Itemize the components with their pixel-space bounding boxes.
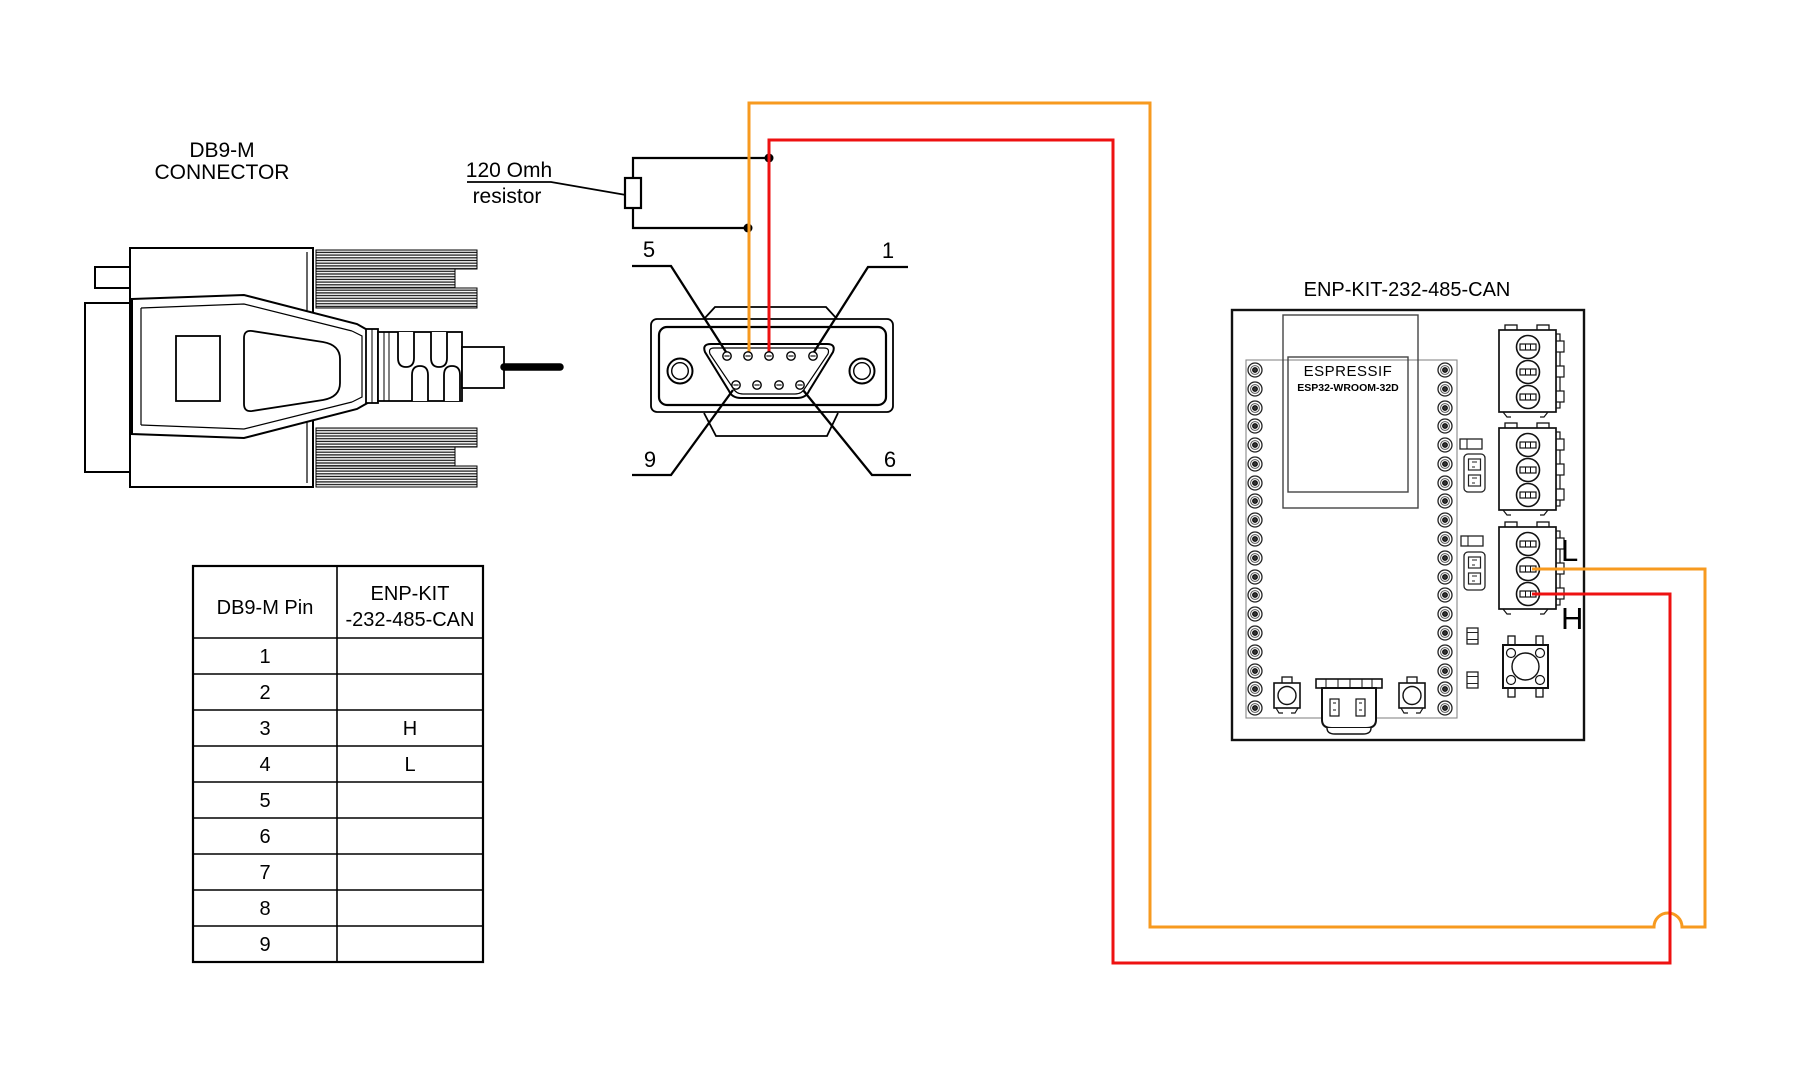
resistor-body: [623, 176, 643, 210]
wire-can-l-orange: [747, 101, 1707, 929]
board-title: ENP-KIT-232-485-CAN: [1304, 279, 1511, 301]
tactile-button: [1502, 635, 1549, 698]
table-header-col2-line1: ENP-KIT: [371, 583, 450, 605]
jumper-block-1: [1463, 453, 1486, 493]
dsub-d-shell-inner: [708, 347, 830, 395]
faceplate-inner: [657, 325, 888, 407]
smd-component-1: [1459, 438, 1483, 450]
terminal-label-l: L: [1561, 533, 1578, 568]
db9-connector-drawing: DB9-M CONNECTOR: [84, 139, 564, 488]
table-cell-pin: 2: [259, 682, 270, 704]
termination-resistor: 120 Omh resistor: [466, 153, 774, 233]
backshell-bottom: [703, 412, 839, 437]
terminal-label-h: H: [1561, 601, 1583, 636]
table-cell-pin: 1: [259, 646, 270, 668]
button-right: [1398, 676, 1426, 714]
db9-front-flange: [84, 302, 131, 473]
pin-mapping-table: DB9-M Pin ENP-KIT -232-485-CAN 1 2 3 4 5…: [191, 564, 485, 964]
mounting-hole-left: [666, 357, 694, 385]
dsub-d-shell-outer: [703, 343, 835, 399]
braid-top: [315, 249, 478, 309]
db9-top-tab: [94, 266, 131, 289]
wire-can-h-red: [767, 138, 1672, 965]
micro-usb-connector: [1315, 678, 1383, 735]
wires: [747, 101, 1707, 965]
callout-line-pin9: [632, 389, 734, 477]
terminal-block-2: [1499, 423, 1564, 515]
esp32-module: ESPRESSIF ESP32-WROOM-32D: [1282, 314, 1419, 509]
callout-line-pin5: [632, 264, 727, 353]
pin-label-6: 6: [884, 447, 896, 472]
callout-line-pin1: [813, 265, 908, 353]
pin-label-1: 1: [882, 238, 894, 263]
resistor-lead-top: [631, 156, 769, 178]
cable-strain-relief: [365, 328, 463, 404]
resistor-label-line2: resistor: [473, 185, 542, 208]
smd-component-3: [1466, 627, 1479, 645]
db9-title-line1: DB9-M: [189, 139, 254, 162]
module-brand: ESPRESSIF: [1304, 363, 1393, 380]
table-cell-pin: 6: [259, 826, 270, 848]
dsub-face-view: 5 1 9 6: [632, 237, 911, 477]
table-cell-signal: H: [403, 718, 417, 740]
db9-title-line2: CONNECTOR: [155, 161, 290, 184]
table-header-col2-line2: -232-485-CAN: [346, 609, 475, 631]
table-cell-pin: 5: [259, 790, 270, 812]
table-header-col1: DB9-M Pin: [217, 597, 314, 619]
resistor-label-line1: 120 Omh: [466, 159, 552, 182]
db9-title: DB9-M CONNECTOR: [155, 139, 290, 184]
mounting-hole-right: [848, 357, 876, 385]
table-cell-pin: 7: [259, 862, 270, 884]
callout-line-pin6: [802, 389, 911, 477]
table-cell-signal: L: [404, 754, 415, 776]
resistor-leader-line: [467, 181, 627, 196]
terminal-block-1: [1499, 325, 1564, 417]
smd-component-4: [1466, 671, 1479, 689]
cable-end: [461, 346, 564, 389]
button-left: [1273, 676, 1301, 714]
pin-label-5: 5: [643, 237, 655, 262]
module-model: ESP32-WROOM-32D: [1297, 382, 1399, 394]
braid-bottom: [315, 427, 478, 488]
db9-hood: [131, 293, 372, 440]
faceplate-outer: [650, 318, 894, 413]
pin-label-9: 9: [644, 447, 656, 472]
table-cell-pin: 3: [259, 718, 270, 740]
table-cell-pin: 8: [259, 898, 270, 920]
jumper-block-2: [1463, 551, 1486, 591]
esp-board: ENP-KIT-232-485-CAN ESPRESSIF ESP32-WROO…: [1230, 279, 1586, 742]
table-cell-pin: 4: [259, 754, 270, 776]
table-cell-pin: 9: [259, 934, 270, 956]
resistor-lead-bottom: [631, 208, 748, 230]
hood-window: [175, 335, 221, 402]
smd-component-2: [1460, 535, 1484, 547]
